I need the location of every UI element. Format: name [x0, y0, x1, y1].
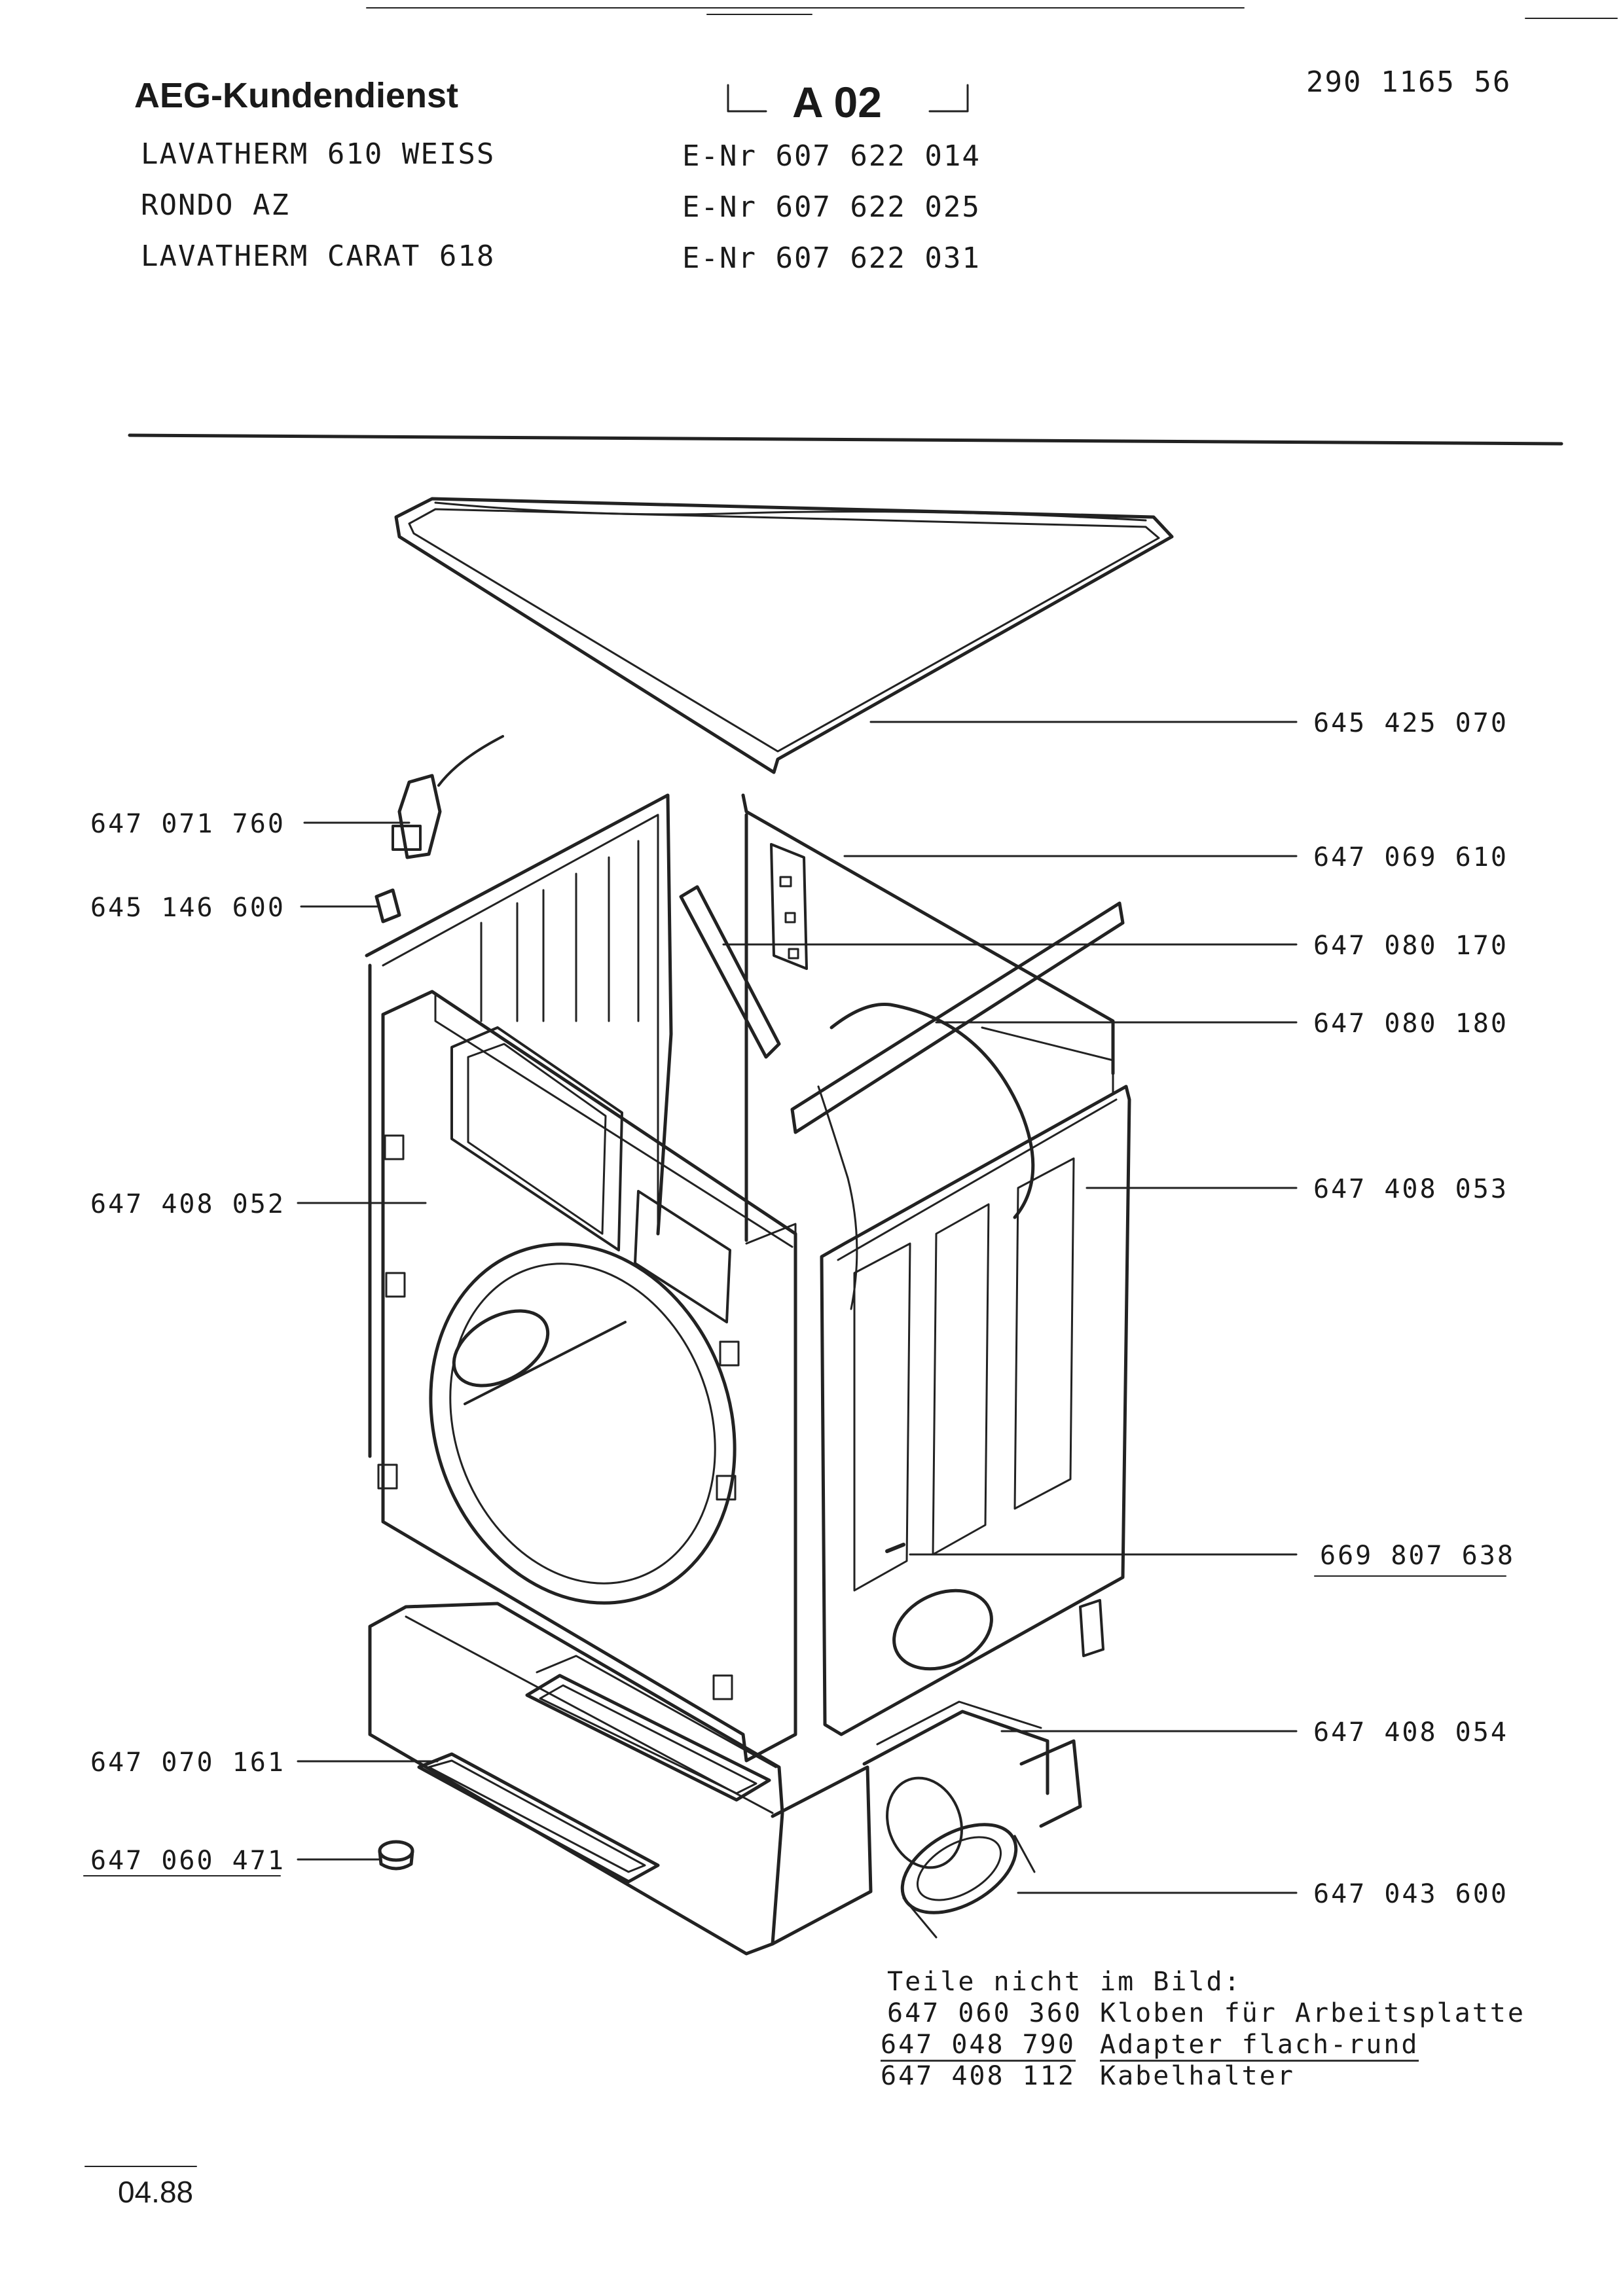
lint-filter-frame [417, 1752, 660, 1884]
part-label: 645 146 600 [90, 893, 285, 923]
part-label: 647 069 610 [1313, 842, 1508, 872]
part-label: 647 408 054 [1313, 1717, 1508, 1748]
condenser-box [525, 1674, 771, 1802]
cable-holder-part [392, 735, 504, 859]
side-panel [820, 1085, 1131, 1736]
worktop-panel [394, 497, 1174, 774]
model-enr: E-Nr 607 622 014 [682, 139, 981, 173]
model-enr: E-Nr 607 622 031 [682, 242, 981, 275]
part-label: 647 071 760 [90, 809, 285, 839]
code-bracket-right [928, 84, 969, 113]
document-number: 290 1165 56 [1306, 65, 1512, 99]
part-label: 647 408 052 [90, 1189, 285, 1219]
foot-part [378, 1840, 414, 1871]
not-shown-number: 647 048 790 [881, 2030, 1076, 2062]
part-label: 647 080 180 [1313, 1009, 1508, 1039]
not-shown-number: 647 408 112 [881, 2061, 1076, 2091]
section-code: A 02 [792, 78, 882, 126]
clip-part [374, 888, 401, 924]
part-label: 645 425 070 [1313, 708, 1508, 738]
not-shown-description: Adapter flach-rund [1100, 2030, 1419, 2062]
part-label: 647 408 053 [1313, 1174, 1508, 1204]
duct-adapter [886, 1776, 1036, 1939]
not-shown-description: Kloben für Arbeitsplatte [1100, 1998, 1525, 2028]
not-shown-description: Kabelhalter [1100, 2061, 1295, 2091]
back-panel [365, 793, 673, 1458]
part-label: 647 060 471 [90, 1846, 285, 1876]
model-name: RONDO AZ [141, 188, 290, 222]
cross-strut [790, 901, 1125, 1134]
rear-frame-part [741, 793, 1115, 1242]
model-name: LAVATHERM 610 WEISS [141, 137, 496, 171]
part-label: 647 043 600 [1313, 1879, 1508, 1909]
front-panel [377, 990, 797, 1763]
header-separator [128, 433, 1563, 446]
brand-title: AEG-Kundendienst [134, 76, 458, 115]
leader-lines [297, 721, 1298, 1894]
drum-housing [817, 1002, 1114, 1310]
model-name: LAVATHERM CARAT 618 [141, 240, 496, 273]
part-label: 669 807 638 [1320, 1541, 1515, 1571]
part-label: 647 080 170 [1313, 931, 1508, 961]
support-bar [679, 885, 781, 1059]
not-shown-heading: Teile nicht im Bild: [887, 1967, 1242, 1997]
not-shown-number: 647 060 360 [887, 1998, 1082, 2028]
code-bracket-left [727, 84, 767, 113]
part-label: 647 070 161 [90, 1748, 285, 1778]
revision-date: 04.88 [118, 2175, 194, 2209]
side-bracket [1079, 1599, 1104, 1657]
model-enr: E-Nr 607 622 025 [682, 190, 981, 224]
